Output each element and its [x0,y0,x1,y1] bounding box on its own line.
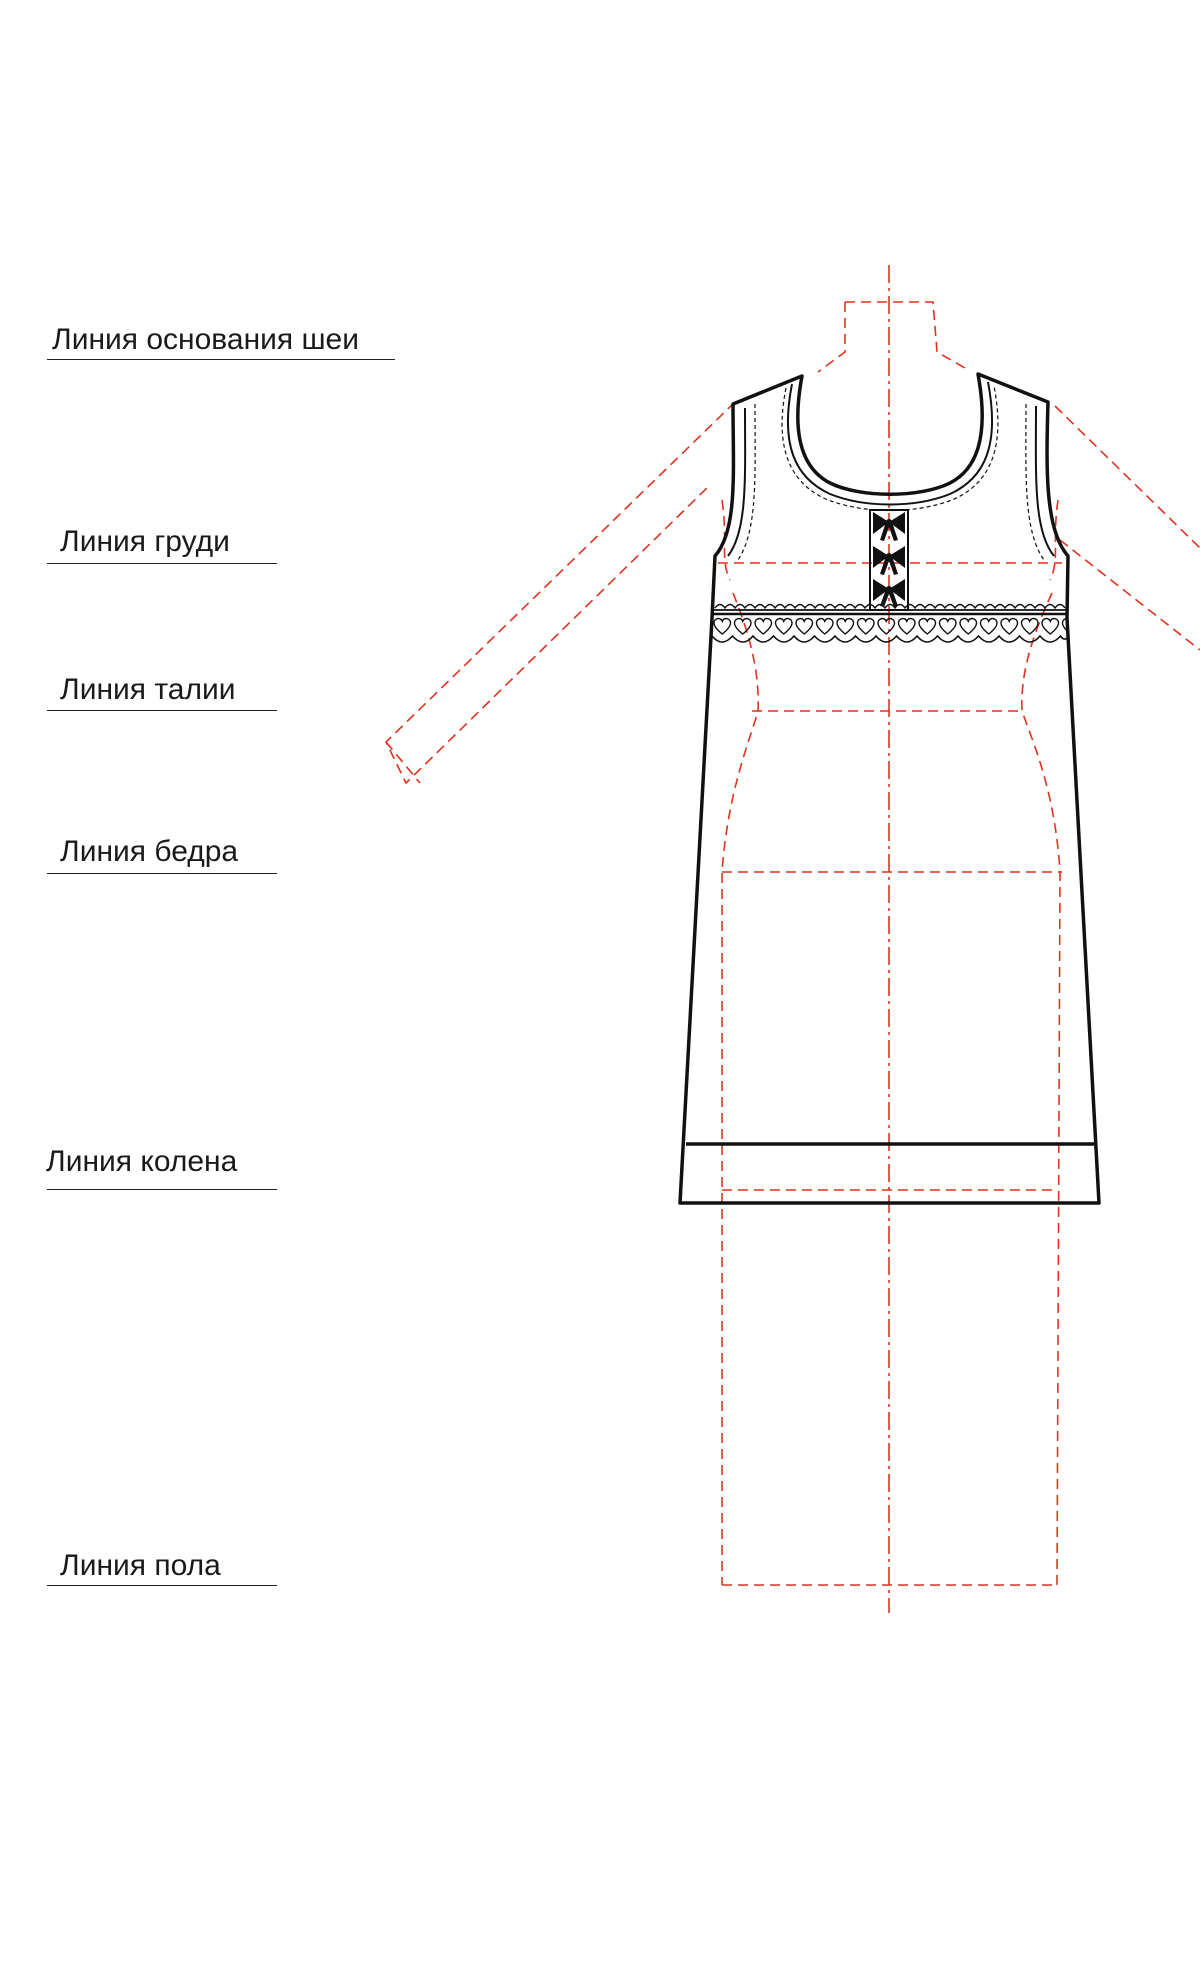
dress-outline [678,372,1101,1205]
bust-underline [47,563,277,564]
hip-underline [47,873,277,874]
left-arm-outline [385,401,736,785]
right-body-contour [1021,592,1061,1586]
heart-scallop-band [711,616,1068,643]
label-floor-line: Линия пола [60,1549,221,1582]
front-placket [869,509,909,611]
neck-base-underline [47,359,395,360]
knee-underline [47,1189,277,1190]
label-knee-line: Линия колена [46,1145,238,1178]
floor-underline [47,1585,277,1586]
bow-icon [873,579,905,607]
left-body-contour [721,592,760,1585]
label-bust-line: Линия груди [60,525,230,558]
waist-underline [47,710,277,711]
dress-silhouette [678,372,1101,1205]
neckline-trim [727,381,1055,561]
right-arm-outline [1054,405,1200,651]
neck-outline [817,301,966,373]
bow-icon [873,512,905,541]
label-neck-base-line: Линия основания шеи [52,323,359,356]
figure-guide-lines [385,265,1200,1613]
bow-icon [873,546,905,575]
label-waist-line: Линия талии [60,673,236,706]
label-hip-line: Линия бедра [60,835,239,868]
